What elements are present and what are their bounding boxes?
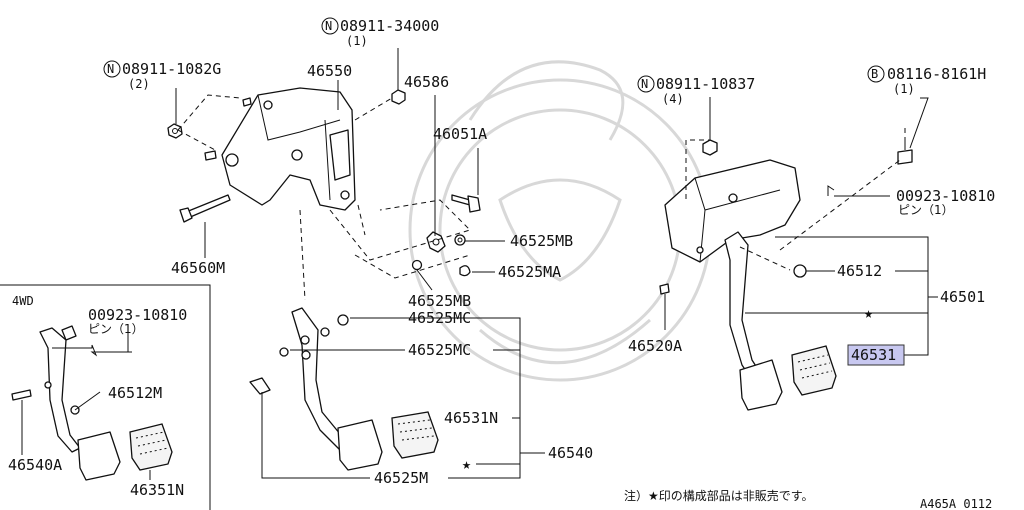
spring-46586 [426,231,446,253]
label-pin-left: ピン（1） [88,322,144,336]
bracket-46550 [221,87,356,211]
stopper-46525M [249,377,271,395]
bolt-tip [204,150,217,161]
label-pin-right: ピン（1） [898,203,954,217]
label-46531[interactable]: 46531 [851,346,896,364]
svg-text:(1): (1) [346,34,368,48]
bolt-46560M [179,194,231,223]
watermark-emblem [408,60,712,382]
label-46531N: 46531N [444,409,498,427]
prefix-b-icon: B [871,67,878,81]
label-46560M: 46560M [171,259,225,277]
inset-pad-46351N [129,423,173,471]
svg-text:08911-10837: 08911-10837 [656,75,755,93]
nut-08911-34000 [391,89,406,105]
pedal-pad-46531N [391,411,439,459]
label-46512: 46512 [837,262,882,280]
inset-pedal-foot [77,431,121,481]
label-46525M: 46525M [374,469,428,487]
clutch-pedal-46501 [724,231,783,411]
bolt-tip-2 [242,97,252,107]
label-08911-10837: N 08911-10837 (4) [637,75,755,106]
label-46525MC-a: 46525MC [408,309,471,327]
footnote: 注）★印の構成部品は非販売です。 [624,488,814,503]
label-46051A: 46051A [433,125,487,143]
label-00923-10810-right: 00923-10810 [896,187,995,205]
star-mark-left: ★ [462,455,471,473]
label-08116-8161H: B 08116-8161H (1) [867,65,986,96]
highlight-46531 [847,344,905,366]
label-00923-10810-left: 00923-10810 [88,306,187,324]
label-08911-1082G: N 08911-1082G (2) [103,60,221,91]
svg-text:(4): (4) [662,92,684,106]
bushings-46525MC [279,314,349,357]
inset-pedal [39,327,81,453]
star-mark-right: ★ [864,304,873,322]
clutch-pedal-46540 [291,307,383,471]
label-46586: 46586 [404,73,449,91]
label-46525MB-a: 46525MB [510,232,573,250]
prefix-n-icon: N [325,19,332,33]
bolt-46051A [451,194,481,213]
label-46351N: 46351N [130,481,184,499]
inset-title: 4WD [12,294,34,308]
nut-08911-1082G [167,123,183,139]
label-46540: 46540 [548,444,593,462]
bracket-46501 [664,159,801,263]
svg-text:08911-1082G: 08911-1082G [122,60,221,78]
prefix-n-icon: N [107,62,114,76]
svg-text:(2): (2) [128,77,150,91]
clip-46525MA [459,265,471,277]
bushing-46525MB-a [454,234,466,246]
label-46540A: 46540A [8,456,62,474]
label-08911-34000: N 08911-34000 (1) [321,17,439,48]
label-46520A: 46520A [628,337,682,355]
bushing-46525MB-b [411,259,423,271]
bumper-46512 [793,264,807,278]
pedal-pad-46531 [791,345,837,396]
prefix-n-icon: N [641,77,648,91]
label-46525MA: 46525MA [498,263,561,281]
bolt-46520A [659,283,670,330]
svg-text:08116-8161H: 08116-8161H [887,65,986,83]
svg-text:(1): (1) [893,82,915,96]
svg-text:08911-34000: 08911-34000 [340,17,439,35]
label-46525MC-b: 46525MC [408,341,471,359]
diagram-code: A465A 0112 [920,497,992,510]
pin-00923-10810-right [827,185,835,196]
nut-08911-10837 [702,139,718,156]
label-46512M: 46512M [108,384,162,402]
label-46550: 46550 [307,62,352,80]
label-46525MB-b: 46525MB [408,292,471,310]
label-46501: 46501 [940,288,985,306]
inset-4wd: 4WD 00923-10810 ピン（1） 46512M 46540A 4635… [0,284,211,510]
